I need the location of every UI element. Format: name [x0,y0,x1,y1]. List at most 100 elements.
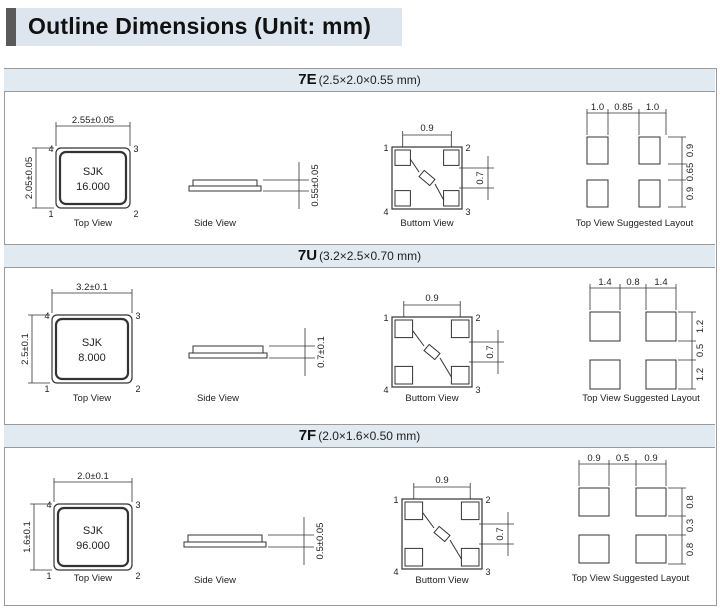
pin-number: 1 [393,495,398,505]
top-view-width-label: 2.55±0.05 [72,115,114,126]
pin-number: 2 [465,143,470,153]
crystal-lead [449,539,462,560]
top-view-outline [55,147,131,209]
bottom-view-pad [460,501,480,521]
crystal-lead [434,183,445,201]
crystal-lead [422,512,435,529]
layout-pad [578,487,610,517]
page-title-bar: Outline Dimensions (Unit: mm) [6,8,402,46]
layout-v-label: 0.9 [685,187,696,200]
top-view-frequency: 16.000 [76,181,110,193]
top-view-caption: Top View [74,218,113,229]
top-view-frequency: 96.000 [76,540,110,552]
pin-number: 2 [135,384,140,394]
crystal-element [423,343,441,361]
pin-number: 4 [44,311,49,321]
layout-pad [586,136,609,165]
bottom-view-caption: Buttom View [400,218,453,229]
pin-number: 3 [475,385,480,395]
layout-h-label: 1.0 [646,102,659,113]
side-view-lid [192,179,258,187]
layout-v-label: 0.8 [685,543,696,556]
layout-pad [589,311,621,342]
bottom-view-pad [443,190,460,207]
crystal-element [418,169,436,187]
bottom-view-width-label: 0.9 [425,293,438,304]
layout-pad [635,534,667,564]
layout-h-label: 0.5 [616,453,629,464]
top-view-outline [53,503,133,571]
pin-number: 1 [383,143,388,153]
bottom-view-height-label: 0.7 [475,171,486,184]
bottom-view-pad [443,149,460,166]
top-view-lid [54,317,130,381]
section-header-7f: 7F(2.0×1.6×0.50 mm) [4,424,715,448]
crystal-lead [409,158,420,173]
layout-h-label: 1.0 [591,102,604,113]
layout-pad [638,179,661,208]
crystal-lead [439,357,452,378]
bottom-view-height-label: 0.7 [485,345,496,358]
top-view-lid [56,506,130,568]
bottom-view-outline [401,498,483,570]
side-view-height-label: 0.7±0.1 [316,336,327,368]
layout-h-label: 1.4 [654,277,667,288]
pin-number: 4 [383,385,388,395]
pin-number: 3 [465,207,470,217]
pin-number: 4 [393,567,398,577]
bottom-view-width-label: 0.9 [420,123,433,134]
side-view-caption: Side View [194,218,236,229]
pin-number: 3 [135,311,140,321]
pin-number: 1 [48,209,53,219]
top-view-width-label: 2.0±0.1 [77,471,109,482]
pin-number: 4 [48,144,53,154]
top-view-brand: SJK [83,166,104,178]
bottom-view-pad [460,547,480,567]
layout-pad [586,179,609,208]
section-spec: (3.2×2.5×0.70 mm) [319,249,422,263]
pin-number: 2 [475,313,480,323]
section-header-7e: 7E(2.5×2.0×0.55 mm) [4,68,715,92]
layout-pad [589,359,621,390]
layout-v-label: 0.8 [685,495,696,508]
layout-v-label: 0.65 [685,163,696,182]
side-view-height-label: 0.5±0.05 [315,523,326,560]
layout-pad [578,534,610,564]
top-view-height-label: 1.6±0.1 [22,521,33,553]
layout-v-label: 1.2 [695,320,706,333]
bottom-view-pad [450,319,470,339]
pin-number: 4 [46,500,51,510]
layout-h-label: 0.9 [644,453,657,464]
pin-number: 2 [485,495,490,505]
side-view-base [188,352,268,359]
top-view-height-label: 2.05±0.05 [24,157,35,199]
layout-caption: Top View Suggested Layout [572,573,690,584]
bottom-view-caption: Buttom View [415,575,468,586]
pin-number: 2 [133,209,138,219]
layout-pad [638,136,661,165]
pin-number: 3 [133,144,138,154]
bottom-view-pad [394,365,414,385]
top-view-brand: SJK [82,337,103,349]
layout-pad [645,311,677,342]
side-view-base [183,541,267,548]
bottom-view-pad [394,149,411,166]
top-view-outline [51,314,133,384]
top-view-lid [58,150,128,206]
bottom-view-outline [391,146,463,210]
bottom-view-pad [450,365,470,385]
layout-h-label: 0.9 [587,453,600,464]
layout-v-label: 0.5 [695,344,706,357]
pin-number: 1 [383,313,388,323]
side-view-lid [192,345,264,354]
bottom-view-pad [394,190,411,207]
top-view-caption: Top View [74,573,113,584]
bottom-view-pad [394,319,414,339]
pin-number: 4 [383,207,388,217]
top-view-caption: Top View [73,393,112,404]
side-view-height-label: 0.55±0.05 [310,164,321,206]
layout-v-label: 0.3 [685,519,696,532]
